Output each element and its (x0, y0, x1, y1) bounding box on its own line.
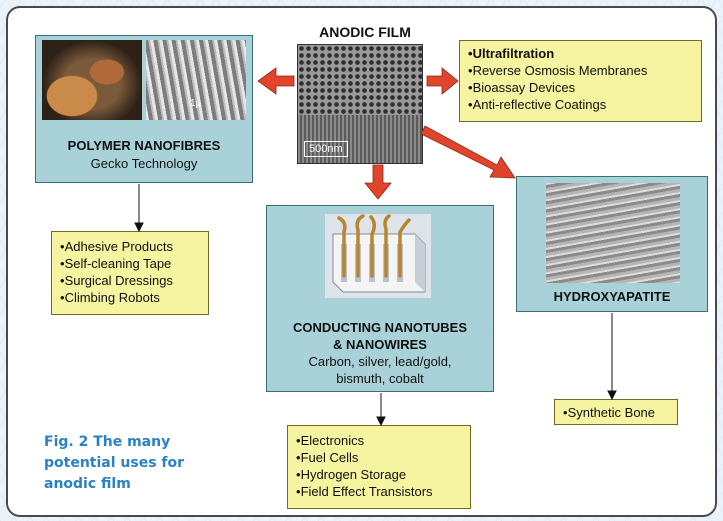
hydroxyapatite-image (546, 183, 680, 283)
film-uses-box: Ultrafiltration Reverse Osmosis Membrane… (459, 40, 702, 122)
polymer-use-item: Surgical Dressings (60, 272, 200, 289)
conducting-materials-line1: Carbon, silver, lead/gold, (308, 354, 452, 369)
nanotube-diagram-image (325, 214, 431, 298)
nanofibre-image: 1μ (146, 40, 246, 120)
arrow-to-film-uses (426, 67, 459, 95)
conducting-use-item: Electronics (296, 432, 462, 449)
polymer-use-item: Adhesive Products (60, 238, 200, 255)
conducting-title-line2: & NANOWIRES (333, 337, 427, 352)
conducting-materials-line2: bismuth, cobalt (336, 371, 424, 386)
conducting-use-item: Field Effect Transistors (296, 483, 462, 500)
conducting-title-line1: CONDUCTING NANOTUBES (292, 320, 468, 335)
hydroxyapatite-use-item: Synthetic Bone (563, 404, 669, 421)
scale-bar-label: 500nm (304, 141, 348, 157)
figure-caption: Fig. 2 The many potential uses for anodi… (44, 432, 214, 495)
conducting-use-item: Hydrogen Storage (296, 466, 462, 483)
conducting-use-item: Fuel Cells (296, 449, 462, 466)
caption-line-3: anodic film (44, 476, 131, 492)
polymer-subtitle: Gecko Technology (90, 156, 198, 171)
hydroxyapatite-uses-box: Synthetic Bone (554, 399, 678, 425)
polymer-box: 1μ POLYMER NANOFIBRES Gecko Technology (35, 35, 253, 183)
caption-line-1: Fig. 2 The many (44, 434, 171, 450)
micro-scale-label: 1μ (190, 98, 202, 109)
conducting-uses-box: Electronics Fuel Cells Hydrogen Storage … (287, 425, 471, 509)
arrow-to-conducting (364, 164, 392, 200)
film-use-item: Anti-reflective Coatings (468, 96, 693, 113)
polymer-use-item: Climbing Robots (60, 289, 200, 306)
film-use-item: Ultrafiltration (468, 45, 693, 62)
film-use-item: Bioassay Devices (468, 79, 693, 96)
caption-line-2: potential uses for (44, 455, 185, 471)
hydroxyapatite-box: HYDROXYAPATITE (516, 176, 708, 312)
polymer-uses-box: Adhesive Products Self-cleaning Tape Sur… (51, 231, 209, 315)
polymer-use-item: Self-cleaning Tape (60, 255, 200, 272)
polymer-title: POLYMER NANOFIBRES (67, 138, 221, 153)
arrow-to-hydroxyapatite (420, 125, 516, 179)
hydroxyapatite-title: HYDROXYAPATITE (553, 289, 671, 304)
film-use-item: Reverse Osmosis Membranes (468, 62, 693, 79)
arrow-to-polymer (257, 67, 295, 95)
gecko-image (42, 40, 142, 120)
anodic-film-image: 500nm (297, 44, 423, 164)
anodic-film-title: ANODIC FILM (319, 24, 411, 40)
nanotube-illustration (332, 214, 426, 293)
conducting-box: CONDUCTING NANOTUBES & NANOWIRES Carbon,… (266, 205, 494, 392)
